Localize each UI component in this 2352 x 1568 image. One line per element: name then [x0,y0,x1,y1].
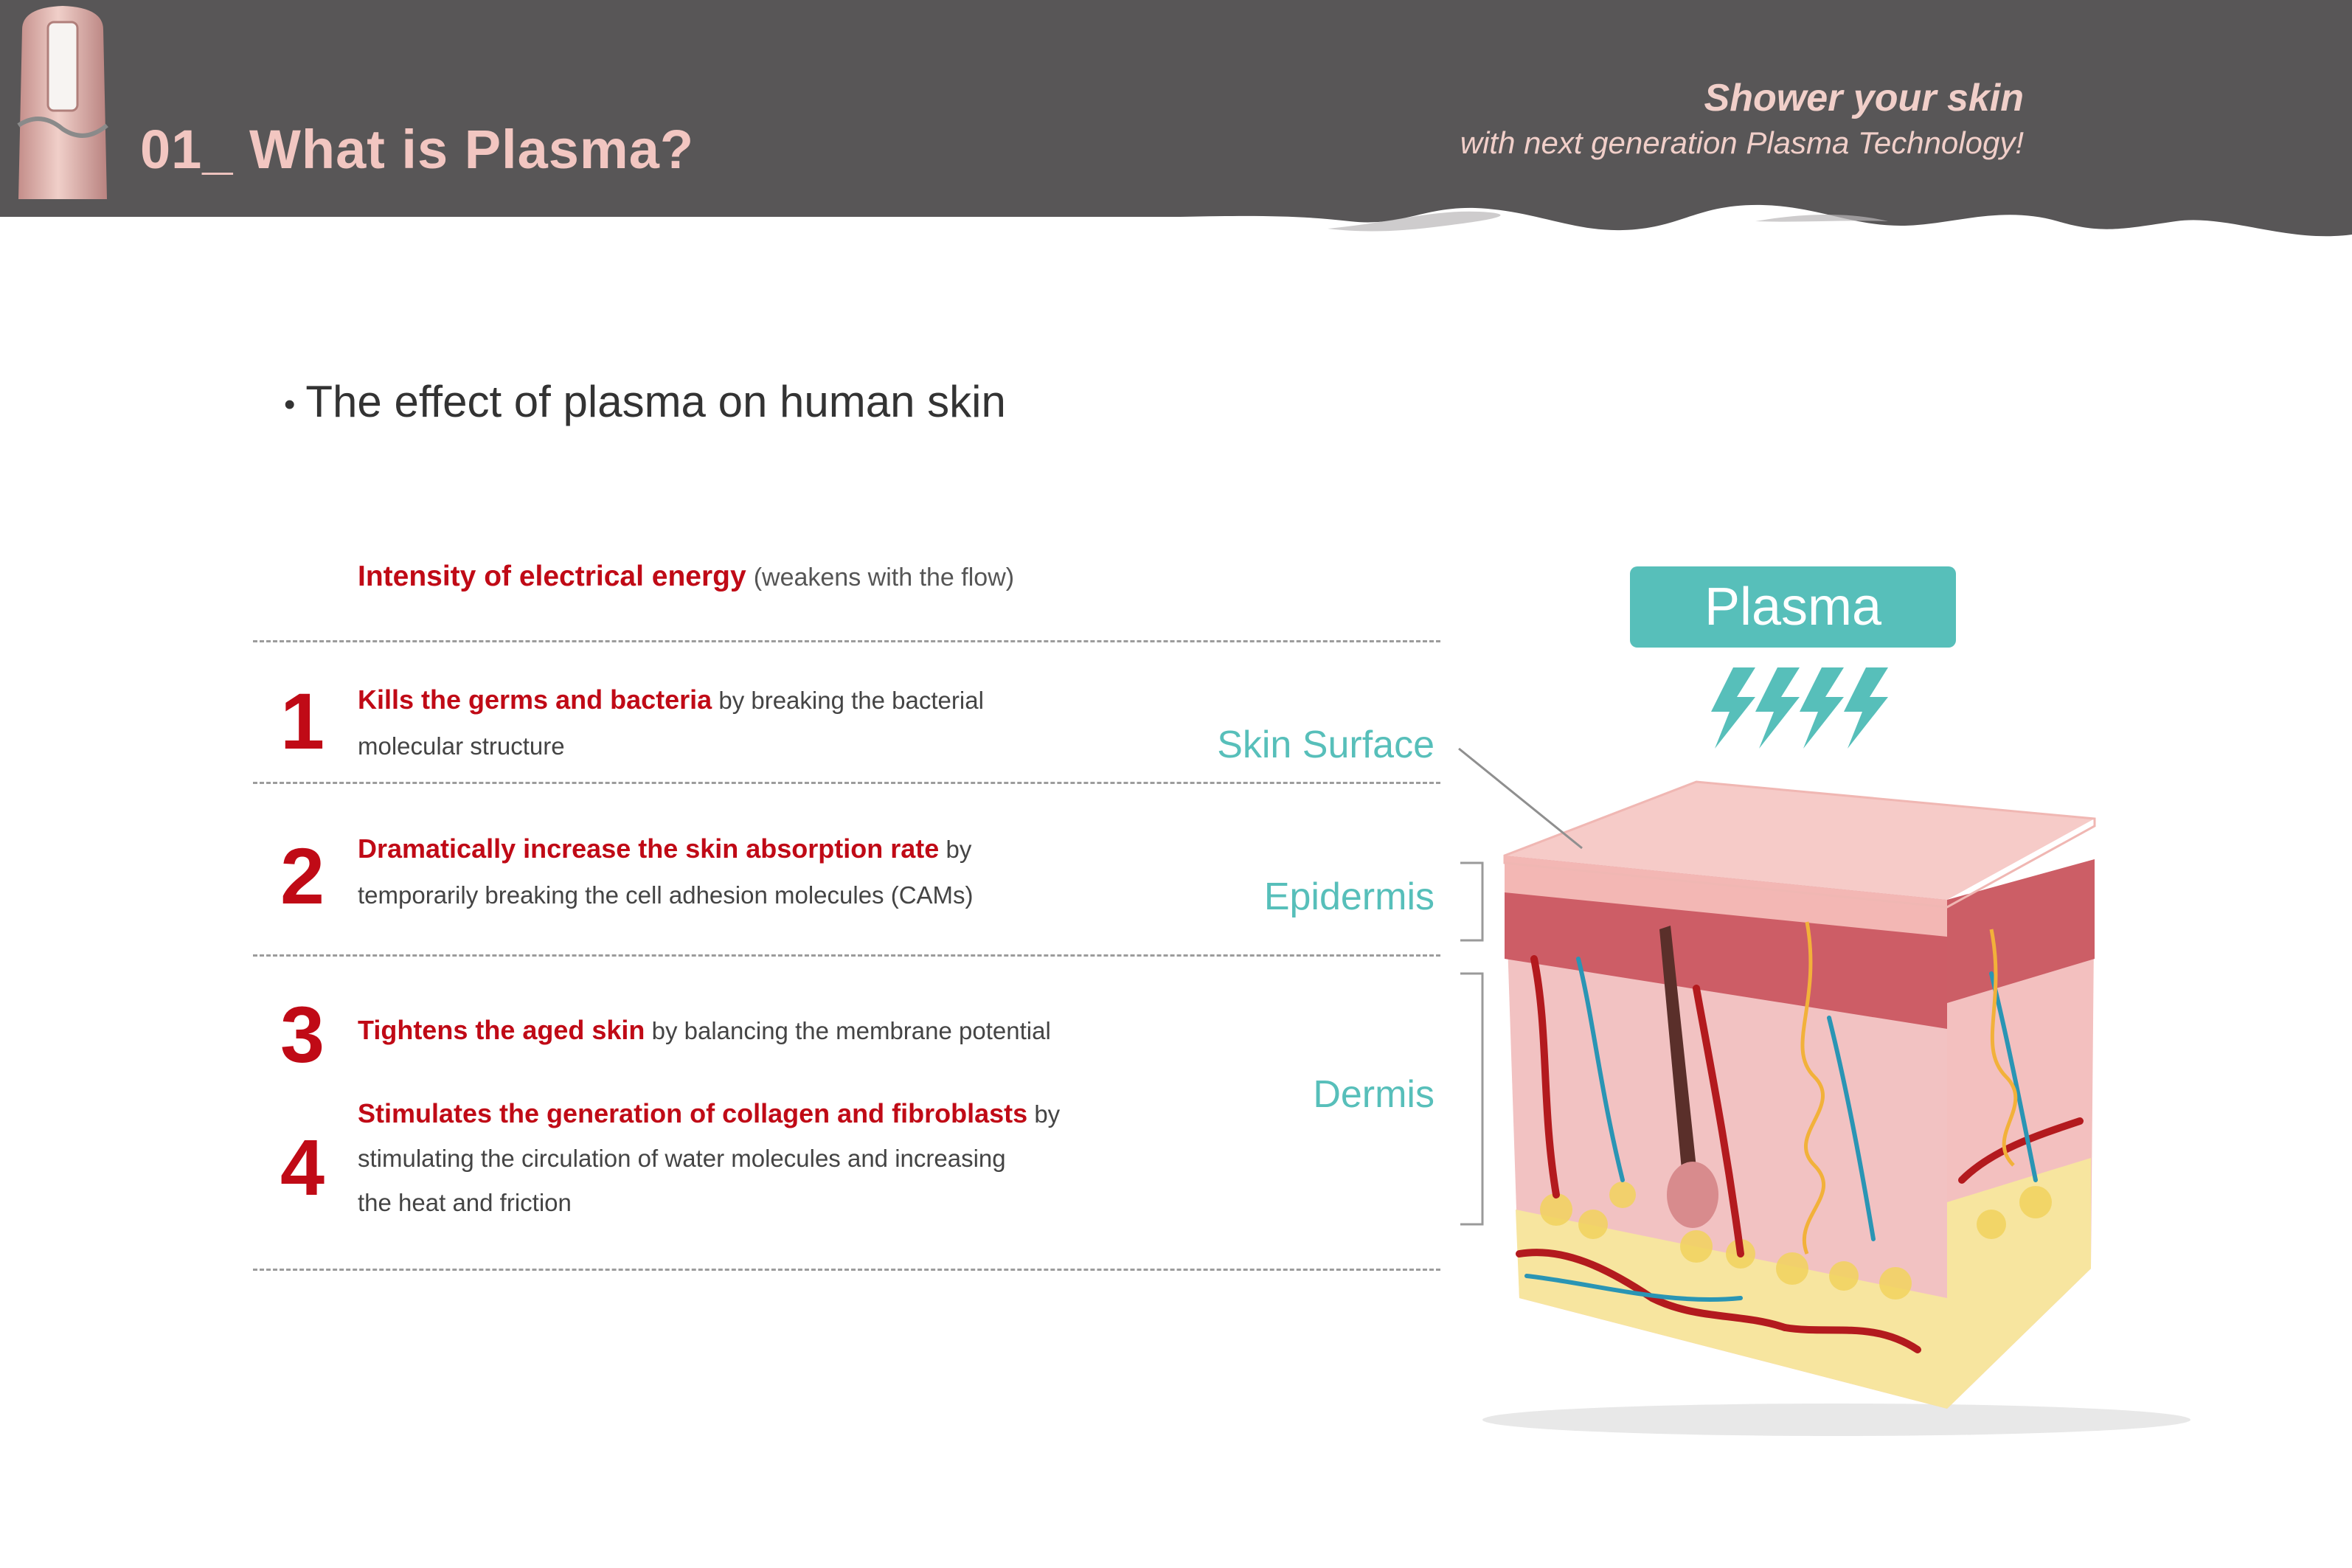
slogan: Shower your skin with next generation Pl… [1460,74,2024,164]
effect-item: Stimulates the generation of collagen an… [358,1092,1060,1225]
effect-text: by [1034,1100,1061,1128]
epidermis-label: Epidermis [1263,875,1435,918]
header-wave-background [0,0,2352,237]
divider-line [253,640,1440,642]
plasma-device-image [17,6,108,199]
effect-highlight: Kills the germs and bacteria [358,684,712,715]
intensity-caption: Intensity of electrical energy(weakens w… [358,561,1014,593]
dermis-label: Dermis [1313,1073,1435,1116]
effect-highlight: Stimulates the generation of collagen an… [358,1098,1028,1128]
effect-text: the heat and friction [358,1189,572,1216]
effect-text: by [946,836,972,863]
intensity-note: (weakens with the flow) [753,563,1015,592]
effect-text: stimulating the circulation of water mol… [358,1145,1006,1172]
divider-line [253,1269,1440,1271]
effect-number: 2 [280,831,325,920]
section-heading: •The effect of plasma on human skin [284,376,1006,427]
effect-text: by breaking the bacterial [718,687,984,714]
effect-number: 1 [280,676,325,766]
effect-text: temporarily breaking the cell adhesion m… [358,881,974,909]
intensity-label: Intensity of electrical energy [358,561,746,592]
divider-line [253,954,1440,957]
page-title: 01_ What is Plasma? [140,119,695,180]
effect-text: by balancing the membrane potential [651,1017,1051,1044]
page-header: 01_ What is Plasma? Shower your skin wit… [0,0,2352,243]
effect-number: 3 [280,990,325,1079]
effect-number: 4 [280,1123,325,1212]
section-heading-text: The effect of plasma on human skin [305,377,1006,426]
bullet-icon: • [284,386,296,423]
effect-text: molecular structure [358,732,565,760]
effect-highlight: Tightens the aged skin [358,1015,645,1045]
slogan-subline: with next generation Plasma Technology! [1460,125,2024,160]
lightning-icon [1711,667,1888,749]
divider-line [253,782,1440,784]
plasma-label-box: Plasma [1630,566,1956,648]
effect-highlight: Dramatically increase the skin absorptio… [358,833,940,864]
effect-item: Kills the germs and bacteria by breaking… [358,677,984,769]
effect-item: Dramatically increase the skin absorptio… [358,826,974,918]
skin-surface-label: Skin Surface [1217,724,1435,766]
effect-item: Tightens the aged skin by balancing the … [358,1007,1051,1054]
slogan-headline: Shower your skin [1704,77,2024,119]
